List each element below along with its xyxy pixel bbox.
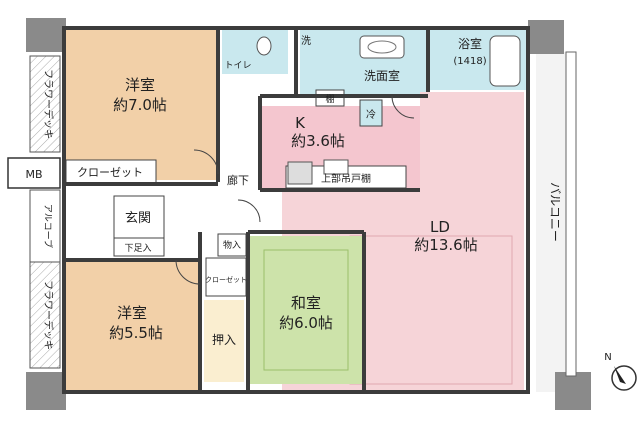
closet-area: [65, 159, 157, 185]
oshiire-label: 押入: [212, 333, 236, 347]
entrance-tiles: [113, 195, 165, 239]
balcony-pillar-top: [528, 20, 564, 54]
japanese-room: [250, 236, 362, 384]
corridor-label: 廊下: [227, 173, 249, 187]
western-room-2-size: 約5.5帖: [109, 324, 163, 342]
closet-label: クローゼット: [77, 166, 143, 179]
compass: N: [604, 352, 637, 391]
washroom-label: 洗面室: [364, 68, 400, 83]
corner-block-top: [26, 18, 66, 52]
fridge-space: [359, 99, 383, 127]
japanese-room-name: 和室: [291, 294, 321, 312]
alcove-label: アルコーブ: [42, 204, 54, 248]
basin-icon: [367, 40, 397, 54]
western-room-2: [66, 262, 200, 390]
flower-deck-top-label: フラワーデッキ: [42, 69, 55, 139]
entrance-label: 玄関: [125, 211, 151, 226]
shoe-storage-label: 下足入: [124, 243, 151, 254]
small-closet-label: クローゼット: [205, 275, 247, 284]
storage-label: 物入: [223, 239, 241, 251]
compass-north-label: N: [604, 352, 611, 363]
washer-label: 洗: [301, 35, 311, 47]
shoe-storage-area: [113, 237, 165, 257]
shelf-label: 棚: [325, 93, 334, 105]
mb-label: MB: [25, 168, 42, 181]
kitchen-sink-icon: [323, 159, 349, 175]
corner-block-bottom: [26, 372, 66, 410]
flower-deck-top: [29, 55, 61, 153]
ld-size: 約13.6帖: [414, 236, 477, 254]
sink-icon: [359, 35, 405, 59]
kitchen-size: 約3.6帖: [291, 132, 345, 150]
japanese-room-size: 約6.0帖: [279, 314, 333, 332]
bathtub-icon: [489, 35, 521, 87]
toilet-icon: [256, 36, 272, 56]
bathroom-label: 浴室: [458, 36, 482, 51]
ld-name: LD: [430, 218, 450, 236]
flower-deck-bottom-label: フラワーデッキ: [42, 280, 55, 350]
stove-icon: [287, 161, 313, 185]
western-room-1-size: 約7.0帖: [113, 96, 167, 114]
balcony-label: バルコニー: [548, 182, 562, 242]
balcony-pillar-bottom: [555, 372, 591, 410]
balcony-rail: [565, 51, 577, 377]
western-room-1: [66, 30, 216, 180]
tatami-lines: [263, 249, 349, 371]
door-swings: [175, 95, 415, 285]
upper-cabinet-label: 上部吊戸棚: [321, 172, 371, 185]
compass-ring-icon: [611, 365, 637, 391]
western-room-2-name: 洋室: [117, 304, 147, 322]
toilet-label: トイレ: [224, 61, 251, 71]
fridge-label: 冷: [366, 108, 376, 121]
toilet-area: [222, 30, 288, 74]
oshiire-area: [204, 300, 244, 382]
kitchen-name: K: [295, 114, 306, 132]
compass-arrow-icon: [614, 366, 626, 384]
balcony-area: [536, 52, 566, 392]
walls: [62, 26, 530, 394]
ld-upper: [420, 92, 524, 192]
alcove-area: [29, 189, 61, 263]
mb-box: [7, 157, 61, 189]
western-room-1-name: 洋室: [125, 76, 155, 94]
bathroom-size: (1418): [453, 56, 486, 67]
